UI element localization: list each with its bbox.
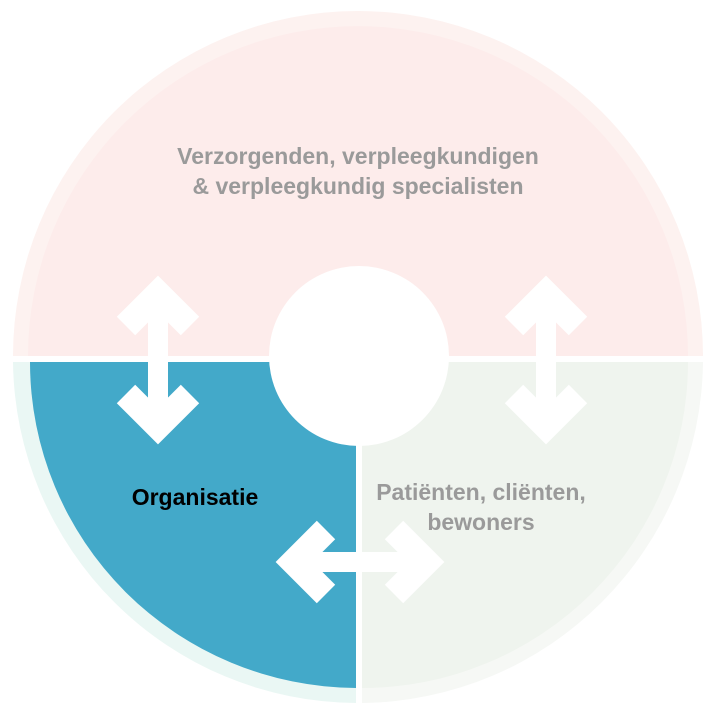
bottom-left-segment [29,362,357,688]
top-label-line-1: Verzorgenden, verpleegkundigen [177,143,539,169]
bottom-right-label-line-1: Patiënten, cliënten, [376,479,586,505]
arrow-vertical-right-icon [504,275,588,445]
top-segment-label: Verzorgenden, verpleegkundigen & verplee… [108,141,608,201]
arrow-horizontal-icon [275,520,445,604]
bottom-right-segment [362,362,688,688]
top-segment [28,26,688,357]
bottom-right-label-line-2: bewoners [427,509,535,535]
center-circle [269,266,449,446]
bottom-right-segment-label: Patiënten, cliënten, bewoners [361,477,601,537]
arrow-vertical-left-icon [116,275,200,445]
organisatie-label: Organisatie [131,484,259,510]
top-label-line-2: & verpleegkundig specialisten [192,173,524,199]
